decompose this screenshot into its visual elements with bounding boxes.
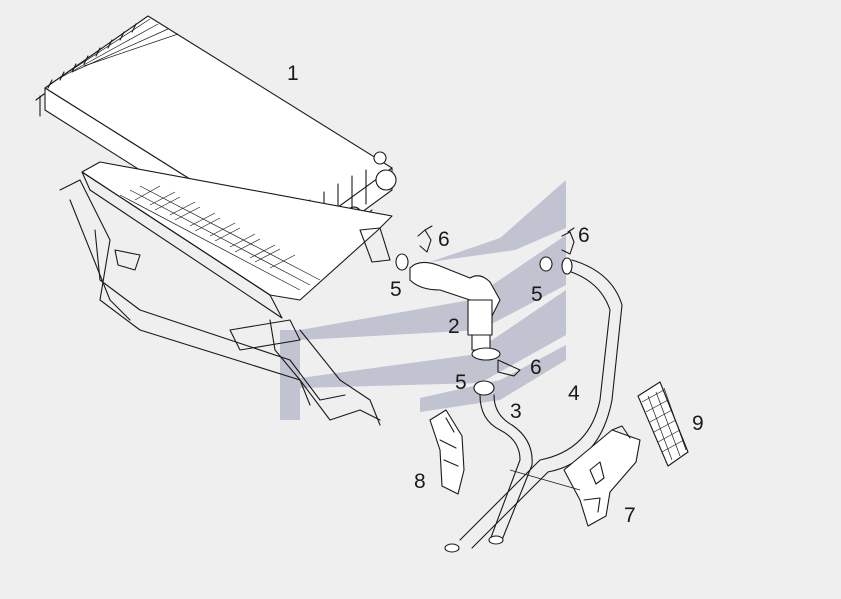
seal-ring-upper-left bbox=[395, 253, 409, 271]
callout-5-left: 5 bbox=[390, 278, 402, 301]
heater-housing bbox=[59, 161, 393, 426]
callout-5-lower: 5 bbox=[455, 371, 467, 394]
seal-ring-lower bbox=[473, 380, 495, 396]
callout-labels: 1 2 3 4 5 5 5 6 6 6 7 8 9 bbox=[287, 62, 704, 527]
grille-9 bbox=[637, 381, 689, 467]
clip-upper-left bbox=[417, 225, 433, 253]
core-port-upper bbox=[375, 169, 397, 191]
callout-2: 2 bbox=[448, 315, 460, 338]
callout-3: 3 bbox=[510, 400, 522, 423]
callout-9: 9 bbox=[692, 412, 704, 435]
clip-upper-right bbox=[561, 227, 575, 255]
leader-line bbox=[509, 469, 581, 491]
callout-8: 8 bbox=[414, 470, 426, 493]
coolant-hose-4 bbox=[444, 257, 623, 553]
seal-rings bbox=[395, 253, 553, 396]
coolant-hose-3 bbox=[479, 394, 533, 545]
callout-1: 1 bbox=[287, 62, 299, 85]
callout-6-lower: 6 bbox=[530, 356, 542, 379]
coolant-valve bbox=[409, 261, 501, 361]
callout-5-right: 5 bbox=[531, 283, 543, 306]
clip-lower bbox=[497, 359, 521, 377]
callout-6-right: 6 bbox=[578, 224, 590, 247]
retaining-clips bbox=[417, 225, 575, 377]
callout-6-left: 6 bbox=[438, 228, 450, 251]
watermark-logo bbox=[280, 180, 566, 420]
mounting-bracket-7 bbox=[563, 425, 641, 527]
callout-4: 4 bbox=[568, 382, 580, 405]
seal-ring-upper-right bbox=[539, 256, 553, 272]
hose-clamp-8 bbox=[429, 409, 465, 495]
callout-7: 7 bbox=[624, 504, 636, 527]
housing-grid bbox=[119, 185, 321, 291]
